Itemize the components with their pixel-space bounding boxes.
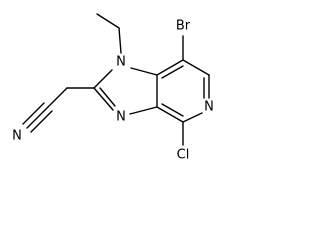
bond-c2-n3-double xyxy=(99,87,116,107)
bond-nitrile-3 xyxy=(30,110,53,133)
bond-n1-c7a xyxy=(130,67,158,76)
atom-label-n-pyridine: N xyxy=(204,100,214,115)
bond-c4-c3a-double xyxy=(161,103,184,117)
atom-label-bromine: Br xyxy=(176,19,191,34)
bond-c4-c3a xyxy=(156,106,184,123)
bond-n5-c4 xyxy=(182,112,203,123)
bond-c2-n3 xyxy=(93,87,114,111)
atom-label-n-imidazole: N xyxy=(116,110,126,125)
bond-ch2-cn xyxy=(47,87,68,108)
bond-n1-c2 xyxy=(93,69,113,89)
atom-label-chlorine: Cl xyxy=(177,148,190,163)
bond-c7a-c7-double xyxy=(161,65,184,79)
bond-nitrile-2 xyxy=(22,102,45,125)
atom-label-n-ethyl: N xyxy=(116,55,126,70)
bonds xyxy=(22,13,210,146)
atom-labels: Br N N N Cl N xyxy=(12,19,214,163)
bond-n3-c3a xyxy=(129,106,158,115)
bond-nitrile-1 xyxy=(26,106,49,129)
atom-label-n-nitrile: N xyxy=(12,129,22,144)
bond-ch2-n1 xyxy=(118,27,122,54)
chemical-structure-diagram: Br N N N Cl N xyxy=(12,13,214,163)
bond-ch3-ch2 xyxy=(96,13,120,29)
bond-c7a-c7 xyxy=(156,59,184,76)
bond-c7-c6 xyxy=(182,59,210,76)
